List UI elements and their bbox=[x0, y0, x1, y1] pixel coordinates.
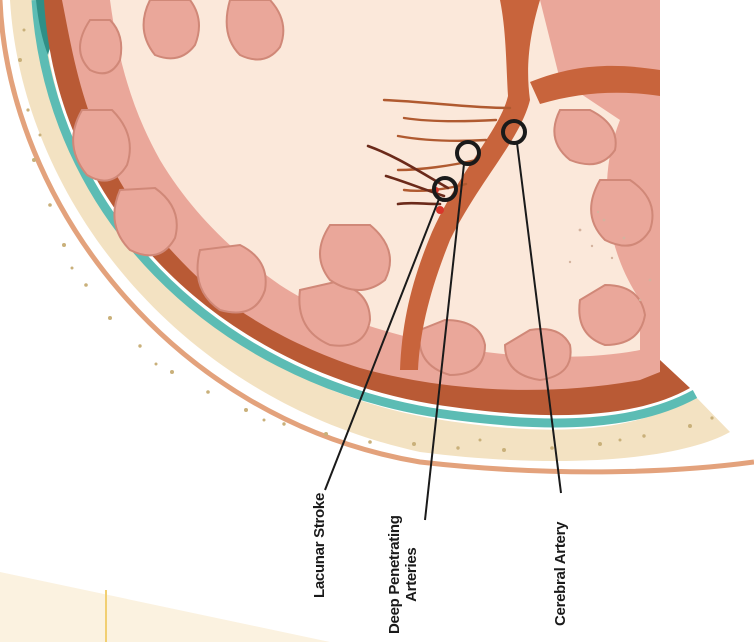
label-lacunar-stroke: Lacunar Stroke bbox=[311, 493, 328, 598]
background-band bbox=[0, 572, 330, 642]
label-deep-line2: Arteries bbox=[403, 515, 420, 634]
infarct-spot bbox=[436, 206, 444, 214]
label-deep-penetrating-arteries: Deep Penetrating Arteries bbox=[386, 515, 420, 634]
label-cerebral-artery: Cerebral Artery bbox=[552, 522, 569, 626]
label-deep-line1: Deep Penetrating bbox=[386, 515, 403, 634]
